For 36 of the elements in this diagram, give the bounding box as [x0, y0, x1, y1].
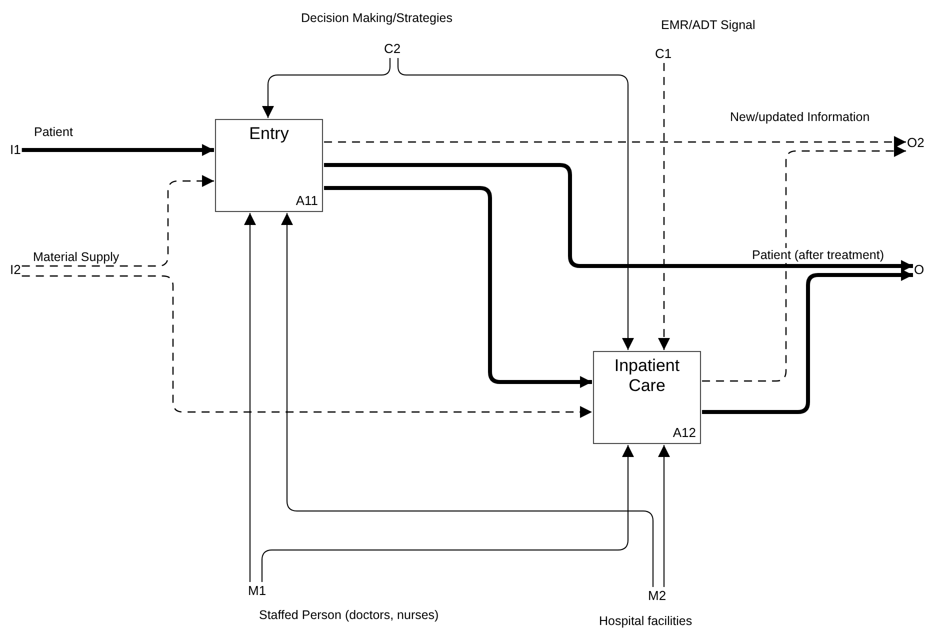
arrow	[281, 212, 654, 588]
arrow	[324, 163, 913, 272]
boundary-code: M2	[648, 588, 666, 604]
activity-code: A12	[672, 425, 696, 440]
boundary-code: I1	[10, 142, 21, 158]
arrow	[324, 186, 592, 388]
arrow-label: New/updated Information	[729, 110, 871, 125]
arrow	[702, 269, 913, 414]
arrow-label: Material Supply	[32, 250, 120, 265]
arrow	[22, 144, 214, 156]
arrow-label: Decision Making/Strategies	[300, 11, 454, 26]
activity-code: A11	[296, 193, 318, 208]
arrow	[244, 212, 256, 582]
arrow	[262, 444, 634, 582]
arrow	[702, 145, 906, 382]
activity-title: Entry	[248, 124, 290, 144]
activity-title: Inpatient Care	[613, 356, 681, 396]
arrow	[658, 63, 670, 350]
arrow-label: Staffed Person (doctors, nurses)	[258, 608, 440, 623]
boundary-code: I2	[10, 262, 21, 278]
arrow	[658, 444, 670, 588]
boundary-code: C1	[655, 46, 672, 62]
arrow	[262, 58, 390, 118]
arrow	[22, 275, 592, 418]
boundary-code: M1	[248, 583, 266, 599]
arrow-label: EMR/ADT Signal	[660, 18, 756, 33]
boundary-code: C2	[384, 41, 401, 57]
arrow	[398, 58, 634, 350]
arrow	[22, 175, 214, 267]
arrow-label: Patient (after treatment)	[751, 248, 886, 263]
activity-box	[215, 119, 323, 212]
boundary-code: O	[914, 262, 924, 278]
boundary-code: O2	[907, 135, 924, 151]
arrow-label: Hospital facilities	[598, 614, 694, 629]
activity-box	[593, 351, 701, 444]
arrow	[324, 136, 906, 148]
